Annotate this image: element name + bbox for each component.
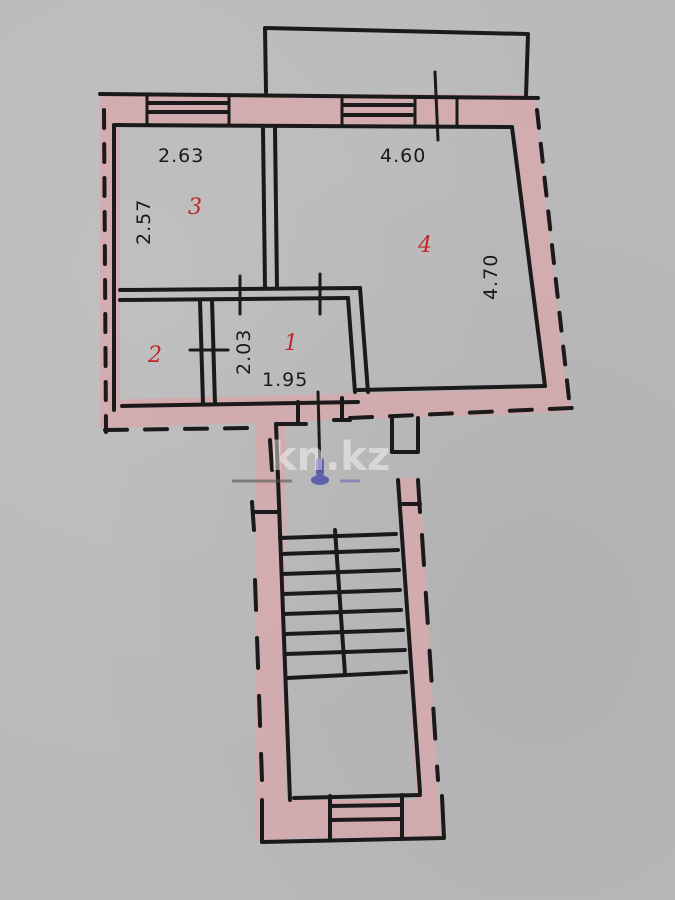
watermark: kn.kz <box>270 434 390 480</box>
room-number-4: 4 <box>417 233 432 258</box>
room-number-3: 3 <box>188 195 202 220</box>
stair-steps <box>278 528 408 680</box>
room-number-1: 1 <box>284 331 298 356</box>
balcony-outline <box>263 26 530 98</box>
room-number-2: 2 <box>147 343 162 368</box>
room4-width-label: 4.60 <box>380 145 426 167</box>
room1-length-label: 2.03 <box>233 329 255 375</box>
window-room3 <box>145 95 231 127</box>
window-stairwell <box>328 793 404 840</box>
room1-width-label: 1.95 <box>262 369 308 391</box>
room3-width-label: 2.63 <box>158 145 204 167</box>
stamp-mark <box>311 458 329 485</box>
room4-length-label: 4.70 <box>480 254 502 300</box>
window-room4 <box>340 70 459 142</box>
room3-length-label: 2.57 <box>133 199 155 245</box>
